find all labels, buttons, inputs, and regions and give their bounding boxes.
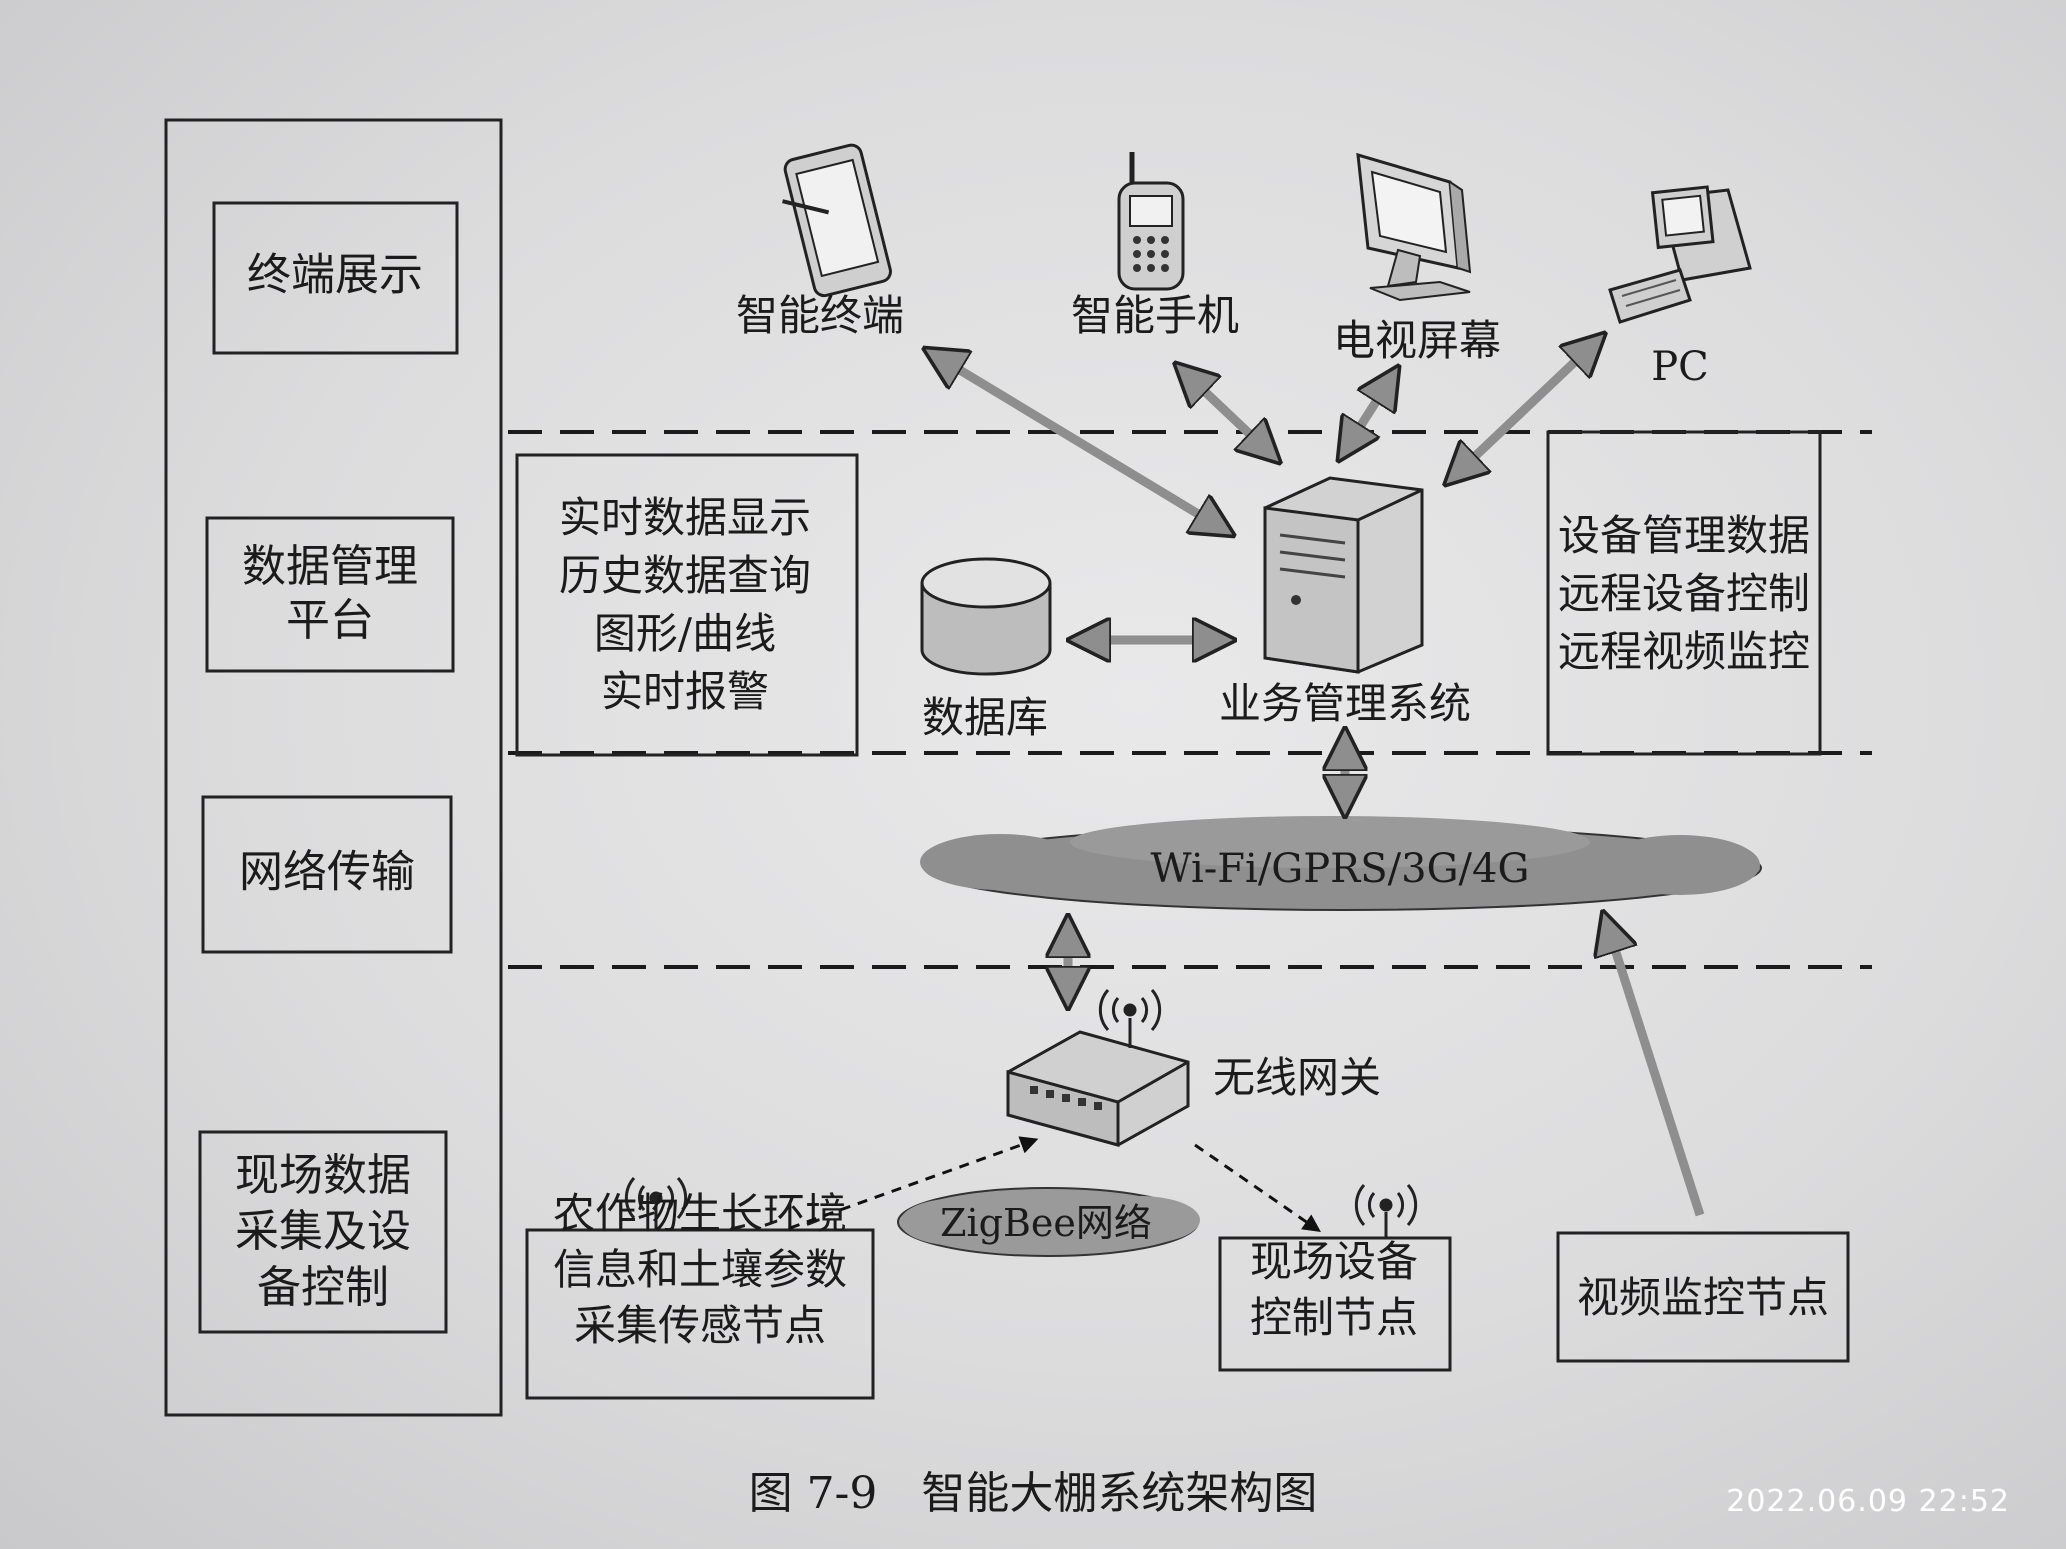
zigbee-label: ZigBee网络 [940, 1201, 1152, 1245]
tablet-icon [782, 143, 892, 298]
remote-function-item: 设备管理数据 [1558, 511, 1810, 560]
device-label-phone: 智能手机 [1071, 291, 1239, 340]
arrow-phone-server [1180, 368, 1275, 458]
device-label-tablet: 智能终端 [736, 291, 904, 340]
arrow-pc-server [1450, 338, 1600, 480]
mobile-phone-icon [1117, 152, 1185, 291]
video-node-box: 视频监控节点 [1556, 1231, 1850, 1363]
layer-label-terminal: 终端展示 [247, 250, 423, 301]
sensor-node-antenna-icon [624, 1177, 688, 1230]
sensor-node-label: 农作物生长环境信息和土壤参数采集传感节点 [553, 1189, 847, 1350]
function-item: 图形/曲线 [594, 609, 776, 658]
layer-box-field: 现场数据采集及设备控制 [198, 1130, 448, 1334]
gateway-antenna-icon [1098, 989, 1162, 1048]
arrow-video-network [1605, 918, 1705, 1217]
business-system-label: 业务管理系统 [1219, 679, 1471, 728]
layer-box-data-platform: 数据管理平台 [205, 516, 455, 673]
control-node-box: 现场设备控制节点 [1218, 1236, 1452, 1372]
function-list-box: 实时数据显示 历史数据查询 图形/曲线 实时报警 [515, 453, 859, 757]
photo-timestamp: 2022.06.09 22:52 [1726, 1484, 2010, 1519]
sensor-node-box: 农作物生长环境信息和土壤参数采集传感节点 [525, 1189, 875, 1400]
desktop-pc-icon [1608, 185, 1752, 324]
wireless-gateway-icon [1006, 1030, 1190, 1147]
layer-label-network: 网络传输 [239, 847, 415, 898]
device-label-pc: PC [1651, 344, 1709, 390]
function-item: 实时数据显示 [559, 493, 811, 542]
function-item: 历史数据查询 [559, 551, 811, 600]
control-node-label: 现场设备控制节点 [1250, 1237, 1418, 1342]
device-label-tv: 电视屏幕 [1333, 316, 1501, 365]
gateway-label: 无线网关 [1213, 1053, 1381, 1102]
video-node-label: 视频监控节点 [1577, 1273, 1829, 1322]
layer-box-terminal: 终端展示 [212, 201, 459, 355]
layer-label-data-platform: 数据管理平台 [242, 541, 418, 646]
tv-monitor-icon [1356, 152, 1472, 302]
arrow-tablet-server [930, 352, 1228, 532]
link-sensor-gateway [789, 1136, 1039, 1230]
database-icon [920, 557, 1052, 676]
zigbee-network-cloud: ZigBee网络 [897, 1187, 1200, 1257]
network-cloud-label: Wi-Fi/GPRS/3G/4G [1151, 846, 1530, 892]
layer-box-network: 网络传输 [201, 795, 453, 954]
layer-label-field: 现场数据采集及设备控制 [235, 1150, 411, 1313]
remote-functions-box: 设备管理数据 远程设备控制 远程视频监控 [1546, 430, 1822, 756]
layer-column-frame [164, 118, 503, 1417]
remote-function-item: 远程视频监控 [1558, 627, 1810, 676]
arrow-tv-server [1342, 372, 1395, 455]
figure-caption: 图 7-9 智能大棚系统架构图 [749, 1468, 1318, 1519]
database-label: 数据库 [922, 693, 1048, 742]
control-node-antenna-icon [1354, 1184, 1418, 1238]
function-item: 实时报警 [601, 667, 769, 716]
wireless-network-cloud: Wi-Fi/GPRS/3G/4G [920, 816, 1762, 911]
remote-function-item: 远程设备控制 [1558, 569, 1810, 618]
server-icon [1263, 476, 1424, 674]
link-gateway-control [1194, 1143, 1321, 1233]
